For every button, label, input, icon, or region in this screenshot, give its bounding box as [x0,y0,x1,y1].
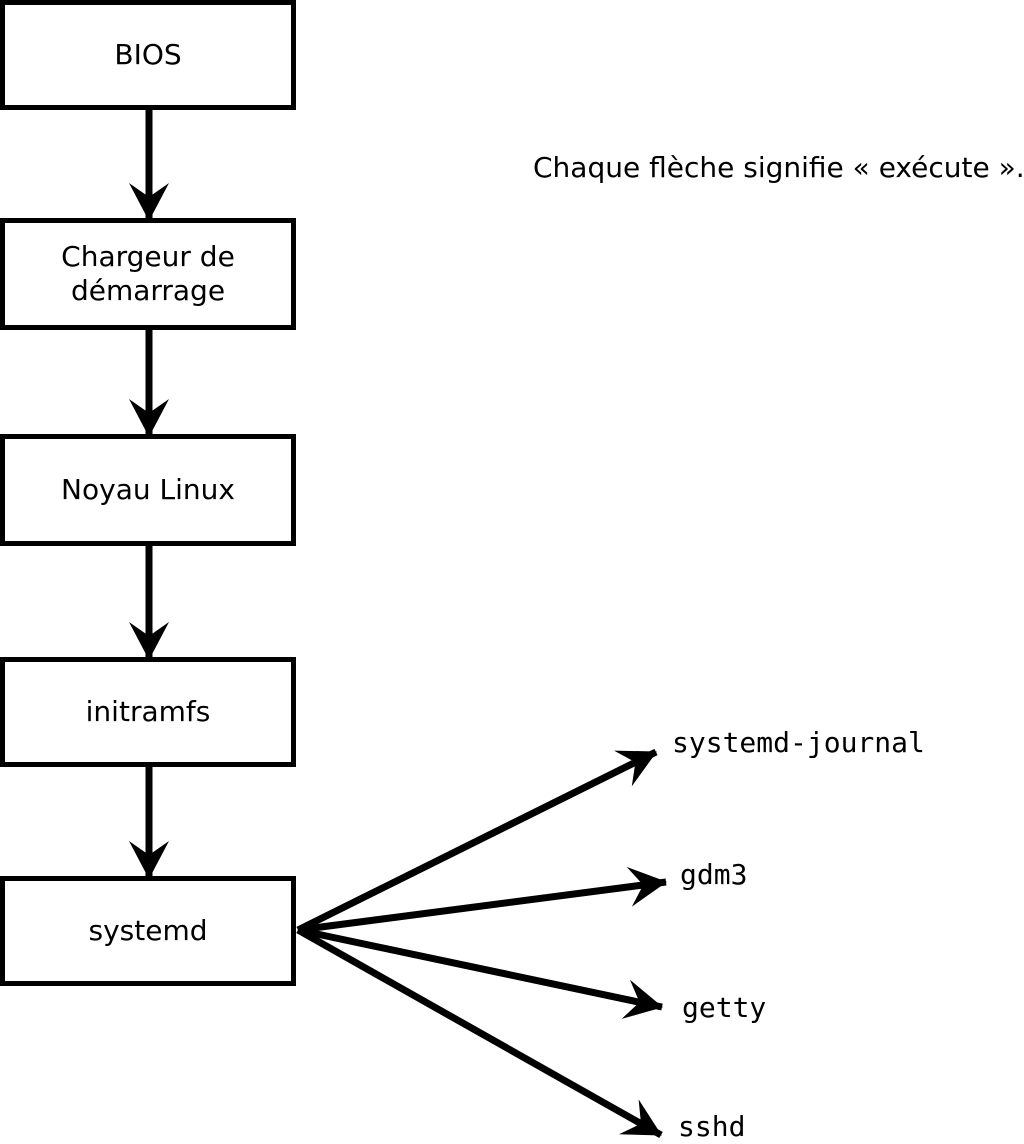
arrow-systemd-to-sshd [296,926,663,1139]
arrow-systemd-to-getty [297,926,663,1019]
label-systemd-journal: systemd-journal [672,726,925,759]
annotation-note: Chaque flèche signifie « exécute ». [533,151,1024,184]
box-kernel: Noyau Linux [0,434,296,546]
label-gdm3: gdm3 [680,858,748,891]
box-kernel-label: Noyau Linux [61,473,235,507]
arrow-systemd-to-journal [296,748,658,934]
label-getty: getty [682,991,767,1024]
box-bootloader: Chargeur de démarrage [0,218,296,330]
box-systemd-label: systemd [88,914,208,948]
box-bios: BIOS [0,0,296,110]
box-bios-label: BIOS [114,38,182,72]
box-initramfs-label: initramfs [85,695,211,729]
box-initramfs: initramfs [0,657,296,767]
arrow-systemd-to-gdm3 [297,866,667,934]
label-sshd: sshd [678,1110,746,1143]
box-systemd: systemd [0,876,296,986]
box-bootloader-label: Chargeur de démarrage [61,240,235,307]
